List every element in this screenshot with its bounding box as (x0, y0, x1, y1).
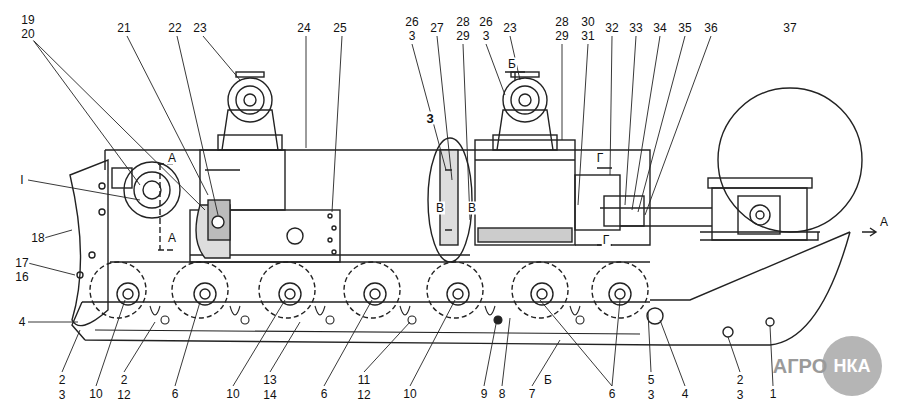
callout-number: 31 (580, 30, 595, 43)
callout-number: 26 (404, 16, 419, 29)
callout-number: 7 (528, 388, 537, 401)
callout-number: Г (596, 152, 605, 165)
callout-number: 13 (262, 374, 277, 387)
callout-number: 29 (455, 30, 470, 43)
callout-number: 2 (120, 374, 129, 387)
callout-number: 6 (608, 388, 617, 401)
callout-number: 22 (167, 22, 182, 35)
callout-number: 3 (408, 30, 417, 43)
callout-number: 10 (88, 388, 103, 401)
callout-number: 1 (769, 388, 778, 401)
callout-number: 21 (116, 22, 131, 35)
callout-number: В (467, 202, 477, 215)
callout-number: 14 (262, 389, 277, 402)
callout-number: В (435, 202, 445, 215)
callout-number: 23 (502, 22, 517, 35)
callout-number: 12 (356, 389, 371, 402)
watermark-logo: НКА (833, 356, 872, 376)
callout-number: 9 (480, 388, 489, 401)
callout-number: 27 (429, 22, 444, 35)
callout-number: 4 (18, 316, 27, 329)
callout-number: 17 (14, 257, 29, 270)
callout-number: 6 (320, 388, 329, 401)
callout-number: 32 (604, 22, 619, 35)
callout-number: 19 (20, 14, 35, 27)
callout-number: 3 (482, 30, 491, 43)
callout-number: 18 (30, 232, 45, 245)
callout-number: 8 (498, 388, 507, 401)
callout-number: Б (543, 374, 553, 387)
callout-number: 3 (647, 389, 656, 402)
callout-number: 24 (296, 22, 311, 35)
callout-number: Б (507, 58, 517, 71)
callout-number: 10 (402, 388, 417, 401)
callout-number: 36 (703, 22, 718, 35)
callout-number: 28 (455, 16, 470, 29)
callout-number: 11 (357, 374, 371, 387)
callout-number: 3 (58, 389, 67, 402)
callout-number: 28 (554, 16, 569, 29)
callout-number: 29 (554, 30, 569, 43)
callout-number: 23 (192, 22, 207, 35)
callout-number: 12 (116, 389, 131, 402)
callout-number: 16 (14, 271, 29, 284)
callout-number: А (879, 216, 889, 229)
callout-number: 6 (171, 388, 180, 401)
callout-number: А (167, 232, 177, 245)
callout-number: 20 (20, 28, 35, 41)
callout-number: А (167, 152, 177, 165)
callout-number: 4 (681, 388, 690, 401)
callout-number: 33 (628, 22, 643, 35)
callout-number: I (19, 174, 24, 187)
callout-number: 5 (647, 374, 656, 387)
callout-number: 35 (677, 22, 692, 35)
callout-number: 37 (782, 22, 797, 35)
callout-number: 34 (652, 22, 667, 35)
callout-number: Г (602, 234, 611, 247)
callout-number: 25 (332, 22, 347, 35)
callout-number: 3 (425, 112, 434, 125)
callout-number: 30 (580, 16, 595, 29)
callout-number: 2 (736, 374, 745, 387)
callout-number: 2 (58, 374, 67, 387)
callout-number: 26 (478, 16, 493, 29)
watermark-logo: АГРО (772, 355, 828, 377)
callout-number: 3 (736, 389, 745, 402)
callout-number: 10 (225, 388, 240, 401)
